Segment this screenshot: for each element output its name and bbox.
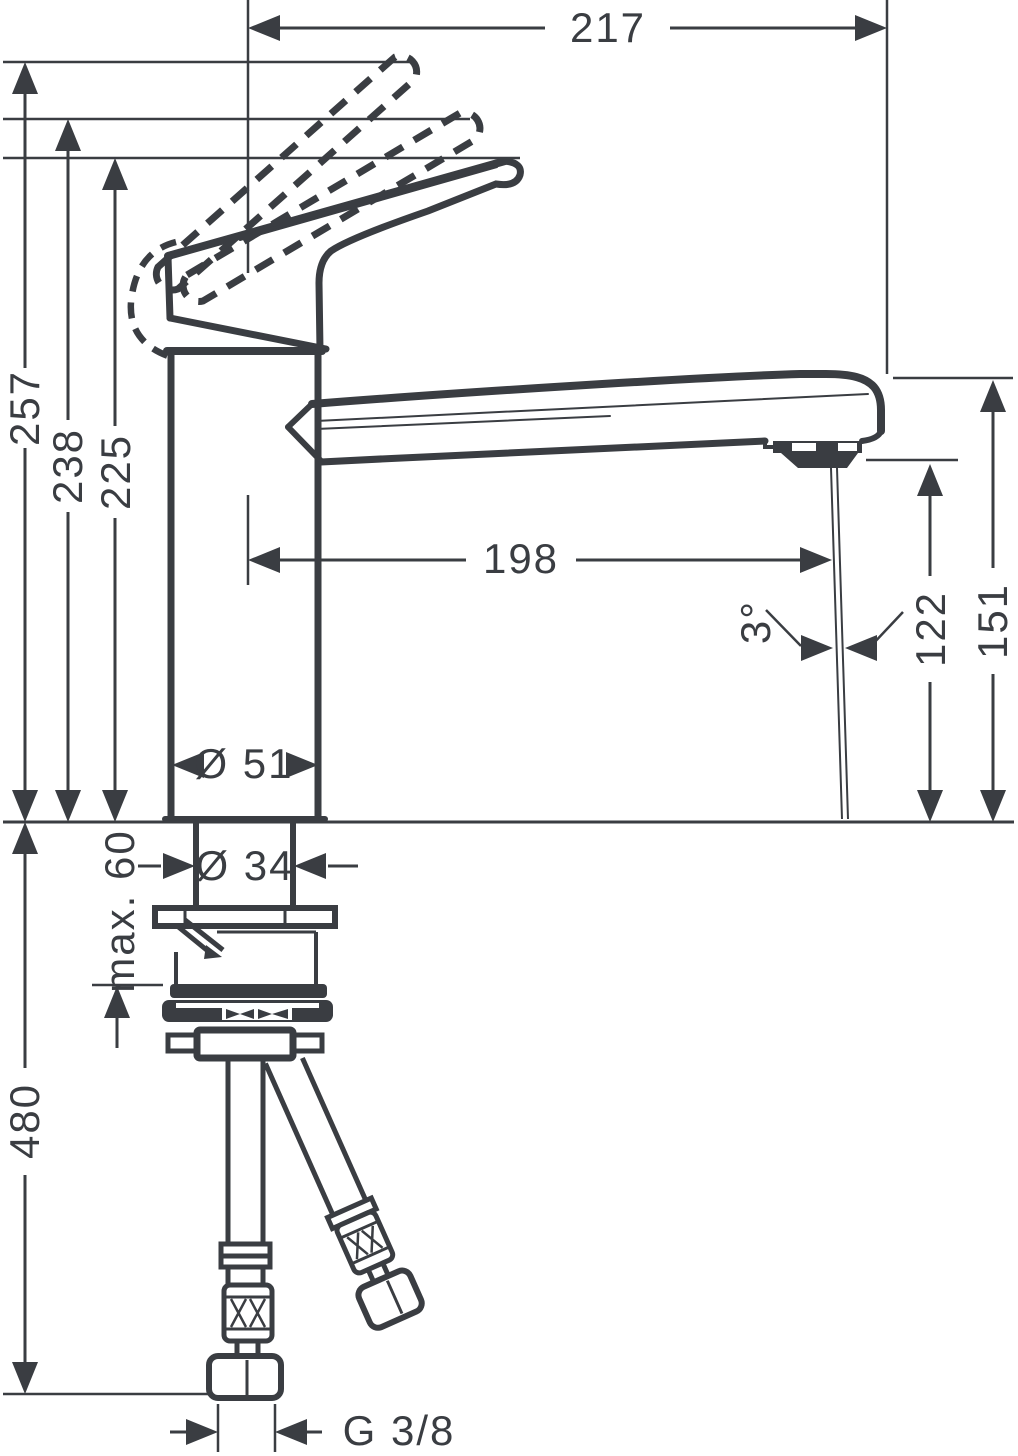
extension-lines — [3, 0, 1014, 1452]
dim-label-height-257: 257 — [1, 369, 48, 447]
dim-label-hose-length: 480 — [1, 1082, 48, 1160]
water-stream-lines — [830, 467, 849, 820]
aerator — [773, 441, 862, 468]
dim-label-max-thickness: max. 60 — [96, 829, 143, 993]
dimension-arrows — [12, 15, 1006, 1445]
handle-swing-dashed — [127, 52, 484, 362]
dim-label-spout-height: 151 — [969, 582, 1016, 660]
dim-label-height-225: 225 — [92, 433, 139, 511]
dimension-lines — [23, 26, 995, 1434]
dim-label-outlet-height: 122 — [907, 590, 954, 668]
dim-label-base-diameter: Ø 51 — [194, 740, 294, 787]
dim-label-height-238: 238 — [44, 427, 91, 505]
dim-label-spray-angle: 3° — [732, 599, 779, 645]
dim-label-thread-size: G 3/8 — [342, 1407, 456, 1454]
dim-label-overall-width: 217 — [569, 4, 647, 51]
supply-hose-diagonal — [263, 1056, 425, 1331]
dim-label-spout-reach: 198 — [482, 535, 560, 582]
supply-hose-straight — [206, 1058, 284, 1401]
dim-label-shank-diameter: Ø 34 — [195, 842, 295, 889]
faucet-body-outline — [162, 157, 885, 822]
mounting-hardware — [152, 822, 338, 1062]
